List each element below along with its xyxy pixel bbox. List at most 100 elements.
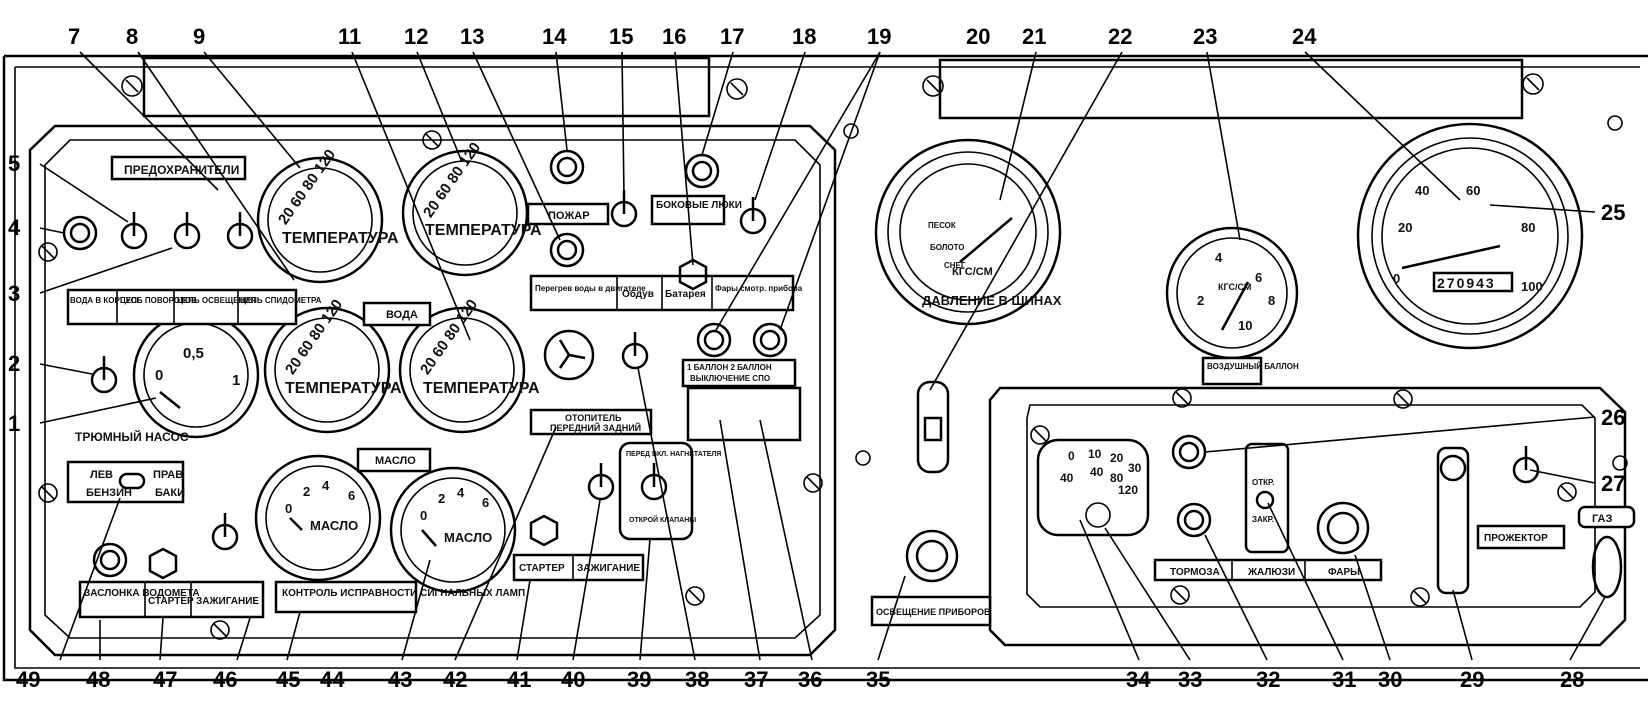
odometer: 270943: [1437, 275, 1496, 291]
callout-12: 12: [404, 24, 428, 49]
callout-39: 39: [627, 667, 651, 692]
callout-31: 31: [1332, 667, 1356, 692]
callouts-right: 25 26 27: [1601, 200, 1625, 496]
top-cover-right: [938, 58, 1524, 120]
panel-inner-outline: [14, 66, 1640, 669]
fire-label: ПОЖАР: [548, 210, 590, 222]
bilge-needle: [159, 391, 181, 409]
callout-23: 23: [1193, 24, 1217, 49]
tire-needle: [959, 217, 1013, 263]
maslo-plate: МАСЛО: [356, 447, 432, 473]
left-plate-outer: [28, 124, 837, 657]
callout-32: 32: [1256, 667, 1280, 692]
oil-1-tick-2: 2: [303, 484, 310, 499]
blinds-open-label: ОТКР.: [1252, 478, 1274, 487]
tire-swamp: БОЛОТО: [930, 243, 965, 252]
air-tick-8: 8: [1268, 293, 1275, 308]
blinds-switch-plate: ОТКР. ЗАКР.: [1244, 442, 1290, 554]
blinds-closed-label: ЗАКР.: [1252, 515, 1274, 524]
searchlight-plate: ПРОЖЕКТОР: [1476, 524, 1566, 550]
oil-2-tick-6: 6: [482, 495, 489, 510]
callout-20: 20: [966, 24, 990, 49]
searchlight-lever[interactable]: [1436, 446, 1470, 595]
amm-tick-20: 20: [1110, 451, 1124, 465]
maslo-plate-label: МАСЛО: [375, 455, 416, 467]
callout-35: 35: [866, 667, 890, 692]
throttle-plate: ГАЗ: [1577, 505, 1636, 599]
throttle-pedal[interactable]: [1591, 535, 1623, 599]
headlights-label: ФАРЫ: [1328, 567, 1360, 578]
blinds-switch[interactable]: [1255, 490, 1275, 510]
speedo-tick-20: 20: [1398, 220, 1412, 235]
overheat-label: Перегрев воды в двигателе: [535, 284, 646, 293]
callout-16: 16: [662, 24, 686, 49]
circuits-plate: ВОДА В КОРПУСЕ ЦЕПЬ ПОВОРОТОВ ЦЕПЬ ОСВЕЩ…: [66, 288, 322, 326]
fuel-selector-switch[interactable]: [118, 472, 146, 490]
voda-label: ВОДА: [386, 309, 418, 321]
callout-38: 38: [685, 667, 709, 692]
oil-2-title: МАСЛО: [444, 530, 492, 545]
speedo-tick-60: 60: [1466, 183, 1480, 198]
instrument-light-label: ОСВЕЩЕНИЕ ПРИБОРОВ: [876, 607, 991, 617]
balloon-plate: 1 БАЛЛОН 2 БАЛЛОН ВЫКЛЮЧЕНИЕ СПО: [681, 358, 797, 388]
lamp-check-label: КОНТРОЛЬ ИСПРАВНОСТИ СИГНАЛЬНЫХ ЛАМП: [282, 588, 525, 599]
callout-9: 9: [193, 24, 205, 49]
panel-screws: [38, 115, 1628, 640]
oil-1-tick-0: 0: [285, 501, 292, 516]
oil-gauge-1: 0 2 4 6 МАСЛО: [254, 454, 382, 582]
tire-sand: ПЕСОК: [928, 221, 956, 230]
side-hatches-label: БОКОВЫЕ ЛЮКИ: [656, 200, 742, 211]
callout-47: 47: [153, 667, 177, 692]
air-tick-2: 2: [1197, 293, 1204, 308]
spo-box: [686, 386, 802, 442]
panel-outer-outline: [2, 54, 1648, 682]
amm-tick-40b: 40: [1090, 465, 1104, 479]
fuel-selector-plate: ЛЕВ ПРАВ БЕНЗИН БАКИ: [66, 460, 185, 504]
bilge-tick-0: 0: [155, 367, 163, 384]
oil-2-tick-4: 4: [457, 485, 465, 500]
ammeter-knob[interactable]: [1085, 502, 1111, 528]
oil-2-tick-2: 2: [438, 491, 445, 506]
air-needle: [1220, 281, 1250, 331]
callout-17: 17: [720, 24, 744, 49]
fuel-gas-label: БЕНЗИН: [86, 487, 132, 499]
supercharger-plate: ПЕРЕД ВКЛ. НАГНЕТАТЕЛЯ ОТКРОЙ КЛАПАНЫ: [618, 441, 721, 541]
amm-tick-40a: 40: [1060, 471, 1074, 485]
water-hull-label: ВОДА В КОРПУСЕ: [70, 296, 142, 305]
tire-pressure-label: ДАВЛЕНИЕ В ШИНАХ: [922, 293, 1062, 308]
fuses-plate: ПРЕДОХРАНИТЕЛИ: [110, 155, 247, 181]
instrument-light-plate: ОСВЕЩЕНИЕ ПРИБОРОВ: [870, 595, 992, 627]
temp-gauge-2-title: ТЕМПЕРАТУРА: [425, 222, 542, 239]
temp-gauge-1: 20 60 80 120 ТЕМПЕРАТУРА: [256, 146, 399, 284]
blow-label: Обдув: [622, 288, 654, 300]
callout-37: 37: [744, 667, 768, 692]
indicator-lamps: [62, 149, 1370, 583]
callout-21: 21: [1022, 24, 1046, 49]
fire-plate: ПОЖАР: [526, 202, 610, 226]
callout-41: 41: [507, 667, 531, 692]
starter-ignition-plate: СТАРТЕР ЗАЖИГАНИЕ: [512, 553, 645, 582]
bilge-plate: ТРЮМНЫЙ НАСОС: [75, 429, 189, 444]
callout-13: 13: [460, 24, 484, 49]
light-circuit-label: ЦЕПЬ ОСВЕЩЕНИЯ: [177, 296, 256, 305]
air-tick-10: 10: [1238, 318, 1252, 333]
callout-25: 25: [1601, 200, 1625, 225]
supercharger-label: ПЕРЕД ВКЛ. НАГНЕТАТЕЛЯ: [626, 451, 721, 458]
callout-49: 49: [16, 667, 40, 692]
callout-3: 3: [8, 281, 20, 306]
fuel-tanks-label: БАКИ: [155, 487, 185, 499]
callout-22: 22: [1108, 24, 1132, 49]
callout-4: 4: [8, 215, 21, 240]
ignition-key-slot[interactable]: [916, 380, 950, 474]
callout-33: 33: [1178, 667, 1202, 692]
air-tick-4: 4: [1215, 250, 1223, 265]
voda-plate: ВОДА: [362, 301, 432, 327]
inspect-lights-label: Фары смотр. прибора: [715, 284, 803, 293]
temp-gauge-4-title: ТЕМПЕРАТУРА: [423, 380, 540, 397]
tire-snow: СНЕГ: [944, 261, 966, 270]
air-unit: КГС/СМ: [1218, 282, 1251, 292]
oil-gauge-2: 0 2 4 6 МАСЛО: [389, 466, 517, 594]
temp-gauge-1-title: ТЕМПЕРАТУРА: [282, 230, 399, 247]
callout-7: 7: [68, 24, 80, 49]
